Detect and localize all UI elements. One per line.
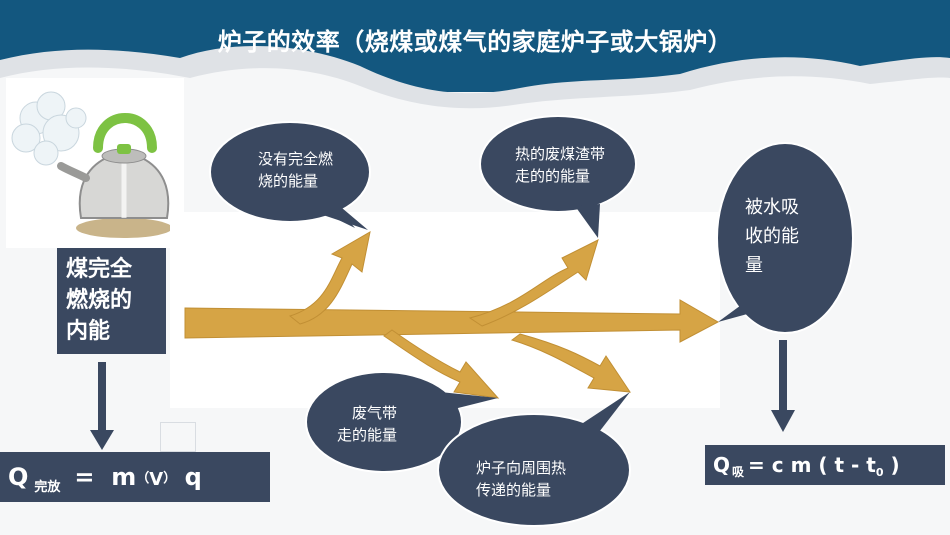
branch-surroundings-arrow — [510, 333, 631, 393]
coal-internal-energy-box: 煤完全 燃烧的 内能 — [57, 248, 166, 354]
left-box-line-2: 燃烧的 — [66, 288, 133, 313]
formula-left-paren-close: ） — [163, 471, 177, 486]
bubble-exhaust-line-1: 废气带 — [352, 404, 398, 422]
left-box-line-1: 煤完全 — [66, 257, 133, 282]
bubble-surroundings-line-1: 炉子向周围热 — [476, 459, 567, 477]
bubble-incomplete — [209, 121, 371, 230]
bubble-slag-line-2: 走的的能量 — [515, 167, 591, 185]
formula-right-close: ) — [890, 453, 900, 477]
branch-slag-arrow — [468, 239, 599, 327]
bubble-absorbed — [716, 142, 854, 334]
bubble-incomplete-line-1: 没有完全燃 — [258, 150, 334, 168]
formula-left-eq: = — [74, 463, 95, 491]
bubble-absorbed-line-1: 被水吸 — [745, 197, 799, 218]
formula-right-sub: 吸 — [732, 465, 745, 479]
branch-exhaust-arrow — [383, 329, 500, 399]
down-arrow-right — [771, 340, 795, 432]
bubble-surroundings-line-2: 传递的能量 — [476, 481, 552, 499]
formula-right-sub0: 0 — [875, 466, 884, 479]
formula-left-m: m — [111, 463, 137, 491]
page-title: 炉子的效率（烧煤或煤气的家庭炉子或大锅炉） — [217, 28, 733, 56]
bubble-surroundings-text: 炉子向周围热 传递的能量 — [476, 457, 566, 501]
bubble-absorbed-text: 被水吸 收的能 量 — [745, 193, 799, 280]
bubble-exhaust — [305, 371, 498, 473]
kettle-icon — [11, 91, 172, 238]
bubble-incomplete-text: 没有完全燃 烧的能量 — [258, 148, 333, 192]
branch-incomplete-arrow — [288, 231, 371, 325]
header-banner — [0, 0, 950, 120]
formula-left-v: V — [149, 469, 164, 490]
formula-left-q: Q — [8, 463, 29, 491]
bubble-exhaust-text: 废气带 走的能量 — [337, 402, 397, 446]
formula-left-qq: q — [184, 463, 202, 491]
bubble-slag-text: 热的废煤渣带 走的的能量 — [515, 143, 605, 187]
formula-heat-released: Q 完放 = m（V） q — [0, 452, 270, 502]
bubble-absorbed-line-3: 量 — [745, 255, 763, 276]
bubble-absorbed-line-2: 收的能 — [745, 226, 799, 247]
formula-left-sub: 完放 — [34, 480, 61, 495]
kettle-illustration — [6, 78, 184, 248]
left-box-line-3: 内能 — [66, 319, 111, 344]
bubble-incomplete-line-2: 烧的能量 — [258, 172, 319, 190]
bubble-surroundings — [437, 392, 631, 527]
bubble-exhaust-line-2: 走的能量 — [337, 426, 398, 444]
formula-right-q: Q — [713, 453, 731, 477]
bubble-slag-line-1: 热的废煤渣带 — [515, 145, 606, 163]
formula-right-rest: = c m ( t - t — [748, 453, 876, 477]
down-arrow-left — [90, 362, 114, 450]
formula-left-paren-open: （ — [136, 471, 150, 486]
faint-placeholder-box — [160, 422, 196, 452]
bubble-slag — [479, 115, 637, 238]
